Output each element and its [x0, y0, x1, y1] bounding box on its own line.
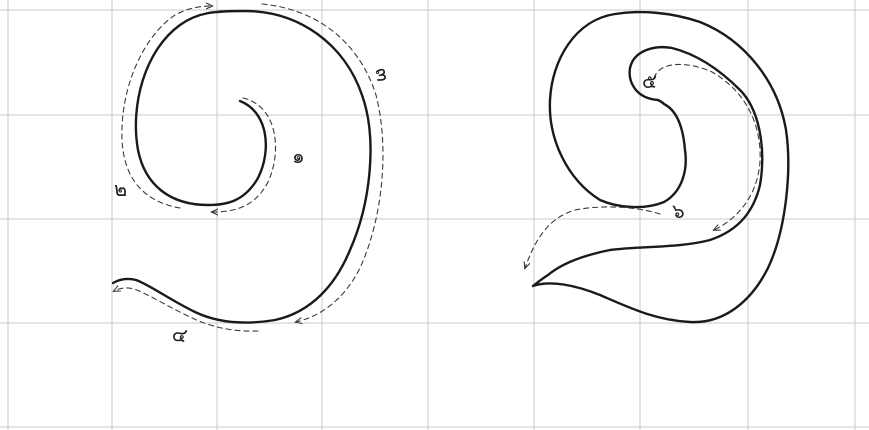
step-label-6: ๖: [672, 199, 685, 223]
step-label-5: ๕: [642, 69, 657, 93]
step-label-4: ๔: [170, 321, 189, 347]
letter-left: ๑ ๒ ๓ ๔: [113, 4, 396, 348]
letter-right-stroke: [533, 12, 788, 322]
step-label-3: ๓: [370, 66, 396, 84]
step-label-2: ๒: [114, 177, 127, 201]
step-label-1: ๑: [292, 144, 305, 168]
letter-left-stroke: [113, 11, 371, 323]
letter-right: ๕ ๖: [525, 12, 788, 322]
guide-arrow-5: [654, 64, 760, 230]
